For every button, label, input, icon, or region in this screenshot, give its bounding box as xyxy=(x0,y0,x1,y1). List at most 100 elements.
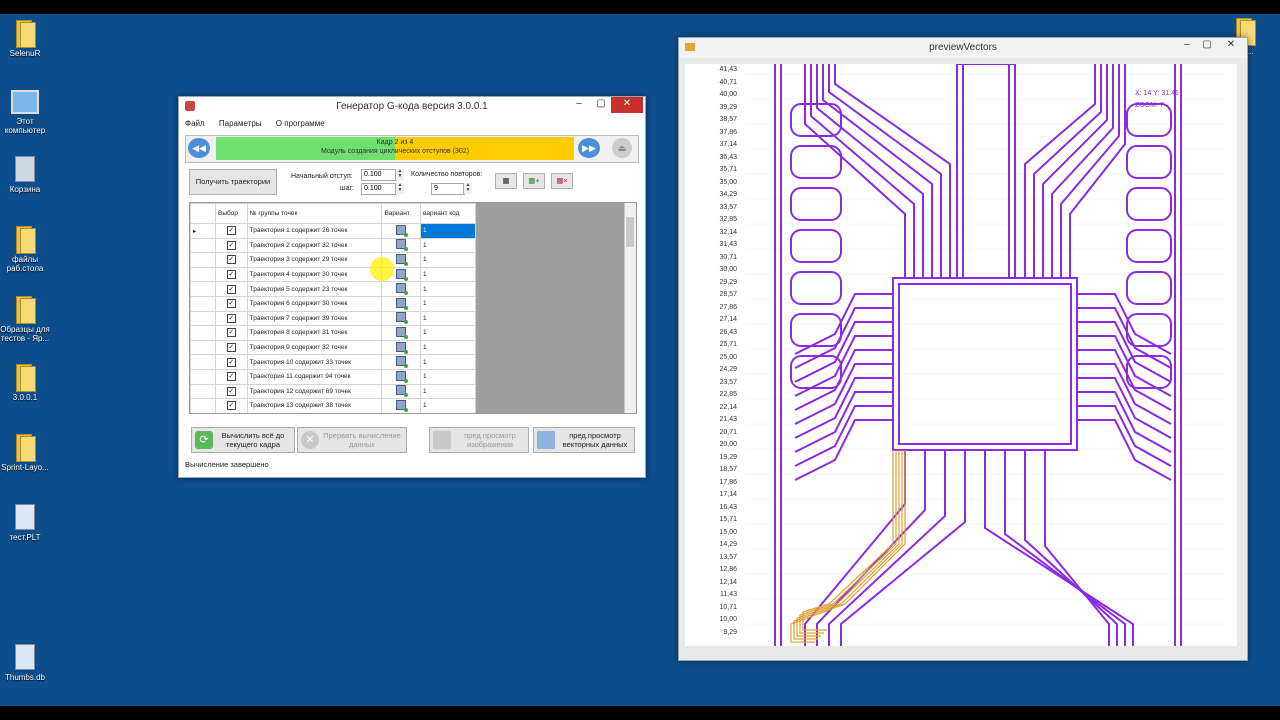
checkbox[interactable]: ✓ xyxy=(226,270,236,280)
variant-code-cell[interactable]: 1 xyxy=(420,223,476,239)
select-cell[interactable]: ✓ xyxy=(215,383,248,400)
scroll-thumb[interactable] xyxy=(626,217,634,247)
checkbox[interactable]: ✓ xyxy=(226,226,236,236)
checkbox[interactable]: ✓ xyxy=(226,328,236,338)
preview-minimize-button[interactable]: ‒ xyxy=(1184,39,1190,50)
variant-icon[interactable] xyxy=(396,253,409,266)
desktop-icon[interactable]: Корзина xyxy=(0,156,50,194)
select-cell[interactable]: ✓ xyxy=(215,266,248,283)
start-offset-spinner[interactable]: ▲▼ xyxy=(395,169,404,180)
checkbox[interactable]: ✓ xyxy=(226,386,236,396)
select-cell[interactable]: ✓ xyxy=(215,295,248,312)
get-trajectories-button[interactable]: Получить траектории xyxy=(189,169,277,195)
add-icon-button[interactable]: ▦+ xyxy=(523,173,545,189)
checkbox[interactable]: ✓ xyxy=(226,284,236,294)
variant-code-cell[interactable]: 1 xyxy=(420,339,476,356)
checkbox[interactable]: ✓ xyxy=(226,313,236,323)
maximize-button[interactable]: ▢ xyxy=(596,98,606,109)
variant-code-cell[interactable]: 1 xyxy=(420,354,476,370)
col-header-variant-code[interactable]: вариант код xyxy=(420,203,476,224)
variant-code-cell[interactable]: 1 xyxy=(420,368,476,385)
row-header[interactable] xyxy=(190,295,216,312)
select-cell[interactable]: ✓ xyxy=(215,223,248,239)
desktop-icon[interactable]: файлы раб.стола xyxy=(0,226,50,273)
menu-about[interactable]: О программе xyxy=(275,119,325,128)
variant-code-cell[interactable]: 1 xyxy=(420,281,476,297)
row-header[interactable]: ▸ xyxy=(190,223,216,239)
row-header[interactable] xyxy=(190,252,216,268)
variant-cell[interactable] xyxy=(381,398,421,413)
col-header-select[interactable]: Выбор xyxy=(215,203,248,224)
col-header-group[interactable]: № группы точек xyxy=(246,203,383,224)
menu-file[interactable]: Файл xyxy=(185,119,205,128)
select-cell[interactable]: ✓ xyxy=(215,398,248,413)
checkbox[interactable]: ✓ xyxy=(226,299,236,309)
checkbox[interactable]: ✓ xyxy=(226,357,236,367)
col-header-variant[interactable]: Вариант xyxy=(381,203,421,224)
minimize-button[interactable]: ‒ xyxy=(576,98,582,109)
variant-icon[interactable] xyxy=(396,239,409,252)
abort-button[interactable]: ✕ Прервать вычисление данных xyxy=(297,427,407,453)
next-frame-button[interactable]: ▶▶ xyxy=(578,138,600,158)
variant-cell[interactable] xyxy=(381,223,421,239)
row-header[interactable] xyxy=(190,266,216,283)
variant-cell[interactable] xyxy=(381,295,421,312)
select-cell[interactable]: ✓ xyxy=(215,252,248,268)
variant-icon[interactable] xyxy=(396,297,409,310)
repeat-count-spinner[interactable]: ▲▼ xyxy=(463,183,472,194)
checkbox[interactable]: ✓ xyxy=(226,343,236,353)
variant-code-cell[interactable]: 1 xyxy=(420,325,476,341)
preview-close-button[interactable]: ✕ xyxy=(1226,39,1236,50)
variant-icon[interactable] xyxy=(396,385,409,398)
repeat-count-input[interactable]: 9 xyxy=(431,183,465,195)
close-button[interactable]: ✕ xyxy=(611,97,643,113)
compute-all-button[interactable]: ⟳ Вычислить всё до текущего кадра xyxy=(191,427,295,453)
select-cell[interactable]: ✓ xyxy=(215,281,248,297)
checkbox[interactable]: ✓ xyxy=(226,255,236,265)
select-cell[interactable]: ✓ xyxy=(215,339,248,356)
eject-button[interactable]: ⏏ xyxy=(612,138,632,158)
preview-image-button[interactable]: пред.просмотр изображения xyxy=(429,427,529,453)
variant-icon[interactable] xyxy=(396,356,409,369)
checkbox[interactable]: ✓ xyxy=(226,240,236,250)
desktop-icon[interactable]: Образцы для тестов - Яр... xyxy=(0,296,50,343)
desktop-icon[interactable]: тест.PLT xyxy=(0,504,50,542)
variant-icon[interactable] xyxy=(396,399,409,412)
variant-cell[interactable] xyxy=(381,281,421,297)
variant-cell[interactable] xyxy=(381,339,421,356)
variant-cell[interactable] xyxy=(381,325,421,341)
row-header[interactable] xyxy=(190,354,216,370)
variant-icon[interactable] xyxy=(396,326,409,339)
variant-code-cell[interactable]: 1 xyxy=(420,252,476,268)
select-cell[interactable]: ✓ xyxy=(215,237,248,254)
variant-cell[interactable] xyxy=(381,354,421,370)
grid-scrollbar[interactable] xyxy=(624,203,636,413)
step-spinner[interactable]: ▲▼ xyxy=(395,183,404,194)
start-offset-input[interactable]: 0.100 xyxy=(361,169,397,181)
select-cell[interactable]: ✓ xyxy=(215,310,248,327)
preview-maximize-button[interactable]: ▢ xyxy=(1202,39,1212,50)
variant-code-cell[interactable]: 1 xyxy=(420,295,476,312)
row-header[interactable] xyxy=(190,325,216,341)
desktop-icon[interactable]: Sprint-Layo... xyxy=(0,434,50,472)
variant-code-cell[interactable]: 1 xyxy=(420,383,476,400)
desktop-icon[interactable]: 3.0.0.1 xyxy=(0,364,50,402)
row-header[interactable] xyxy=(190,237,216,254)
variant-cell[interactable] xyxy=(381,237,421,254)
table-icon-button[interactable]: ▦ xyxy=(495,173,517,189)
variant-code-cell[interactable]: 1 xyxy=(420,310,476,327)
variant-code-cell[interactable]: 1 xyxy=(420,266,476,283)
